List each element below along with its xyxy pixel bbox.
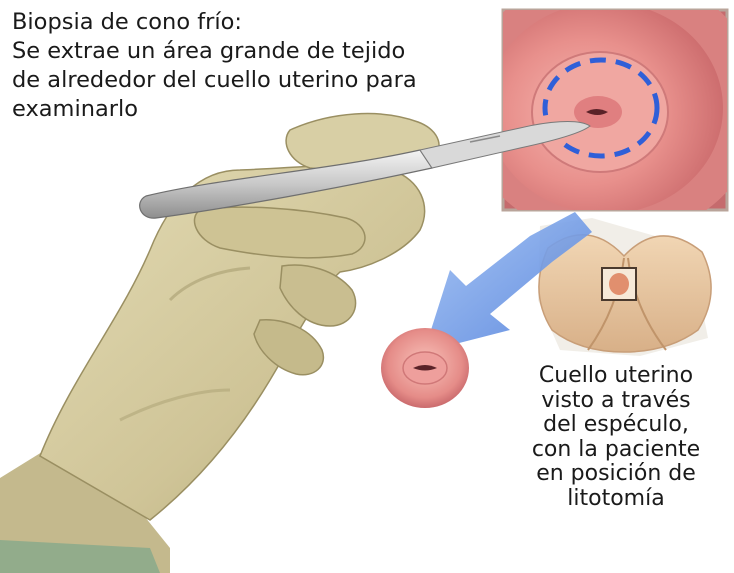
description-line-2: de alrededor del cuello uterino para <box>12 67 417 93</box>
scalpel <box>139 121 591 219</box>
description-line-3: examinarlo <box>12 96 139 122</box>
blue-arrow <box>424 212 592 352</box>
gloved-hand <box>0 112 440 573</box>
caption-line-6: litotomía <box>567 485 665 511</box>
speculum-caption: Cuello uterino visto a través del espécu… <box>500 363 732 511</box>
title: Biopsia de cono frío: <box>12 9 243 35</box>
caption-line-2: visto a través <box>541 387 691 413</box>
description-line-1: Se extrae un área grande de tejido <box>12 38 406 64</box>
removed-tissue-cone <box>381 328 469 408</box>
title-text-block: Biopsia de cono frío: Se extrae un área … <box>12 8 512 124</box>
cut-outline-dashed <box>542 57 660 159</box>
zoomed-cervix-inset <box>501 8 729 212</box>
caption-line-1: Cuello uterino <box>538 363 694 388</box>
speculum-view-inset <box>538 218 712 356</box>
caption-line-3: del espéculo, <box>543 412 689 437</box>
caption-line-4: con la paciente <box>531 436 701 462</box>
caption-line-5: en posición de <box>536 461 696 486</box>
